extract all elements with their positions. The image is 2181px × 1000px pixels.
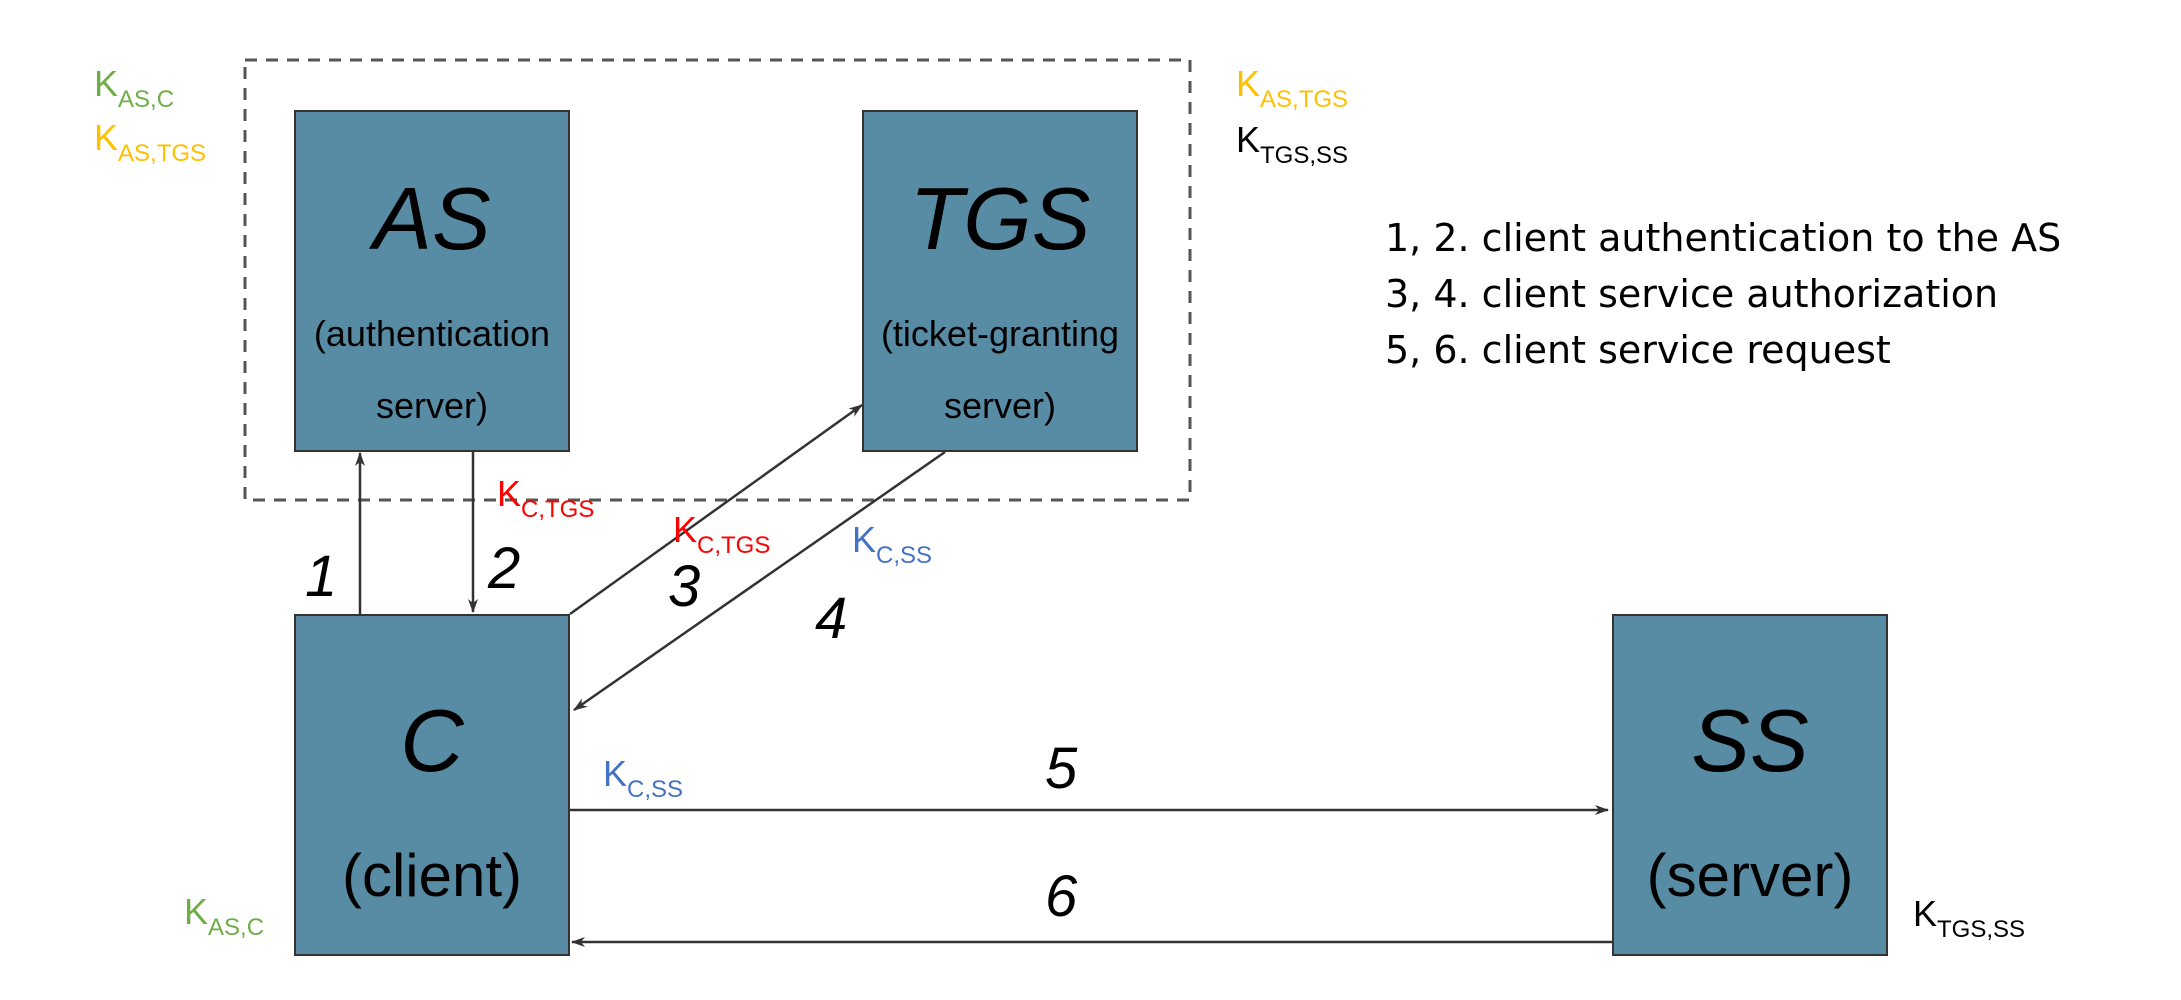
as-title: AS: [373, 169, 491, 268]
key-c-ss-step5: KC,SS: [603, 753, 684, 803]
key-tgs-ss-top: KTGS,SS: [1236, 119, 1349, 169]
legend-item: 1, 2. client authentication to the AS: [1385, 216, 2062, 260]
step-3-label: 3: [668, 554, 701, 619]
key-tgs-ss-server: KTGS,SS: [1913, 893, 2026, 943]
arrow-4: [573, 450, 946, 712]
key-c-ss-step4: KC,SS: [852, 519, 933, 569]
tgs-title: TGS: [909, 169, 1091, 268]
arrow-3: [569, 403, 863, 616]
key-c-tgs-step3: KC,TGS: [673, 509, 771, 559]
step-4-label: 4: [815, 586, 848, 651]
client-box: C (client): [294, 614, 570, 956]
ss-box: SS (server): [1612, 614, 1888, 956]
step-6-label: 6: [1045, 864, 1078, 929]
key-c-tgs-step2: KC,TGS: [497, 473, 595, 523]
step-5-label: 5: [1045, 736, 1078, 801]
ss-subtitle: (server): [1646, 842, 1854, 909]
step-1-label: 1: [305, 544, 338, 609]
key-as-tgs-left: KAS,TGS: [94, 117, 207, 167]
legend-item: 3, 4. client service authorization: [1385, 272, 1999, 316]
server-group-boundary: [243, 58, 1192, 502]
legend-item: 5, 6. client service request: [1385, 328, 1891, 372]
client-title: C: [400, 691, 464, 790]
tgs-subtitle-line1: (ticket-granting: [880, 313, 1120, 354]
as-subtitle-line1: (authentication: [313, 313, 551, 354]
step-2-label: 2: [488, 536, 521, 601]
tgs-box: TGS (ticket-granting server): [862, 110, 1138, 452]
as-subtitle-line2: server): [375, 385, 488, 426]
ss-title: SS: [1691, 691, 1809, 790]
as-box: AS (authentication server): [294, 110, 570, 452]
key-as-tgs-right: KAS,TGS: [1236, 63, 1349, 113]
key-as-c-top: KAS,C: [94, 63, 175, 113]
key-as-c-client: KAS,C: [184, 891, 265, 941]
client-subtitle: (client): [341, 842, 523, 909]
legend: 1, 2. client authentication to the AS 3,…: [1385, 210, 2061, 378]
tgs-subtitle-line2: server): [943, 385, 1056, 426]
